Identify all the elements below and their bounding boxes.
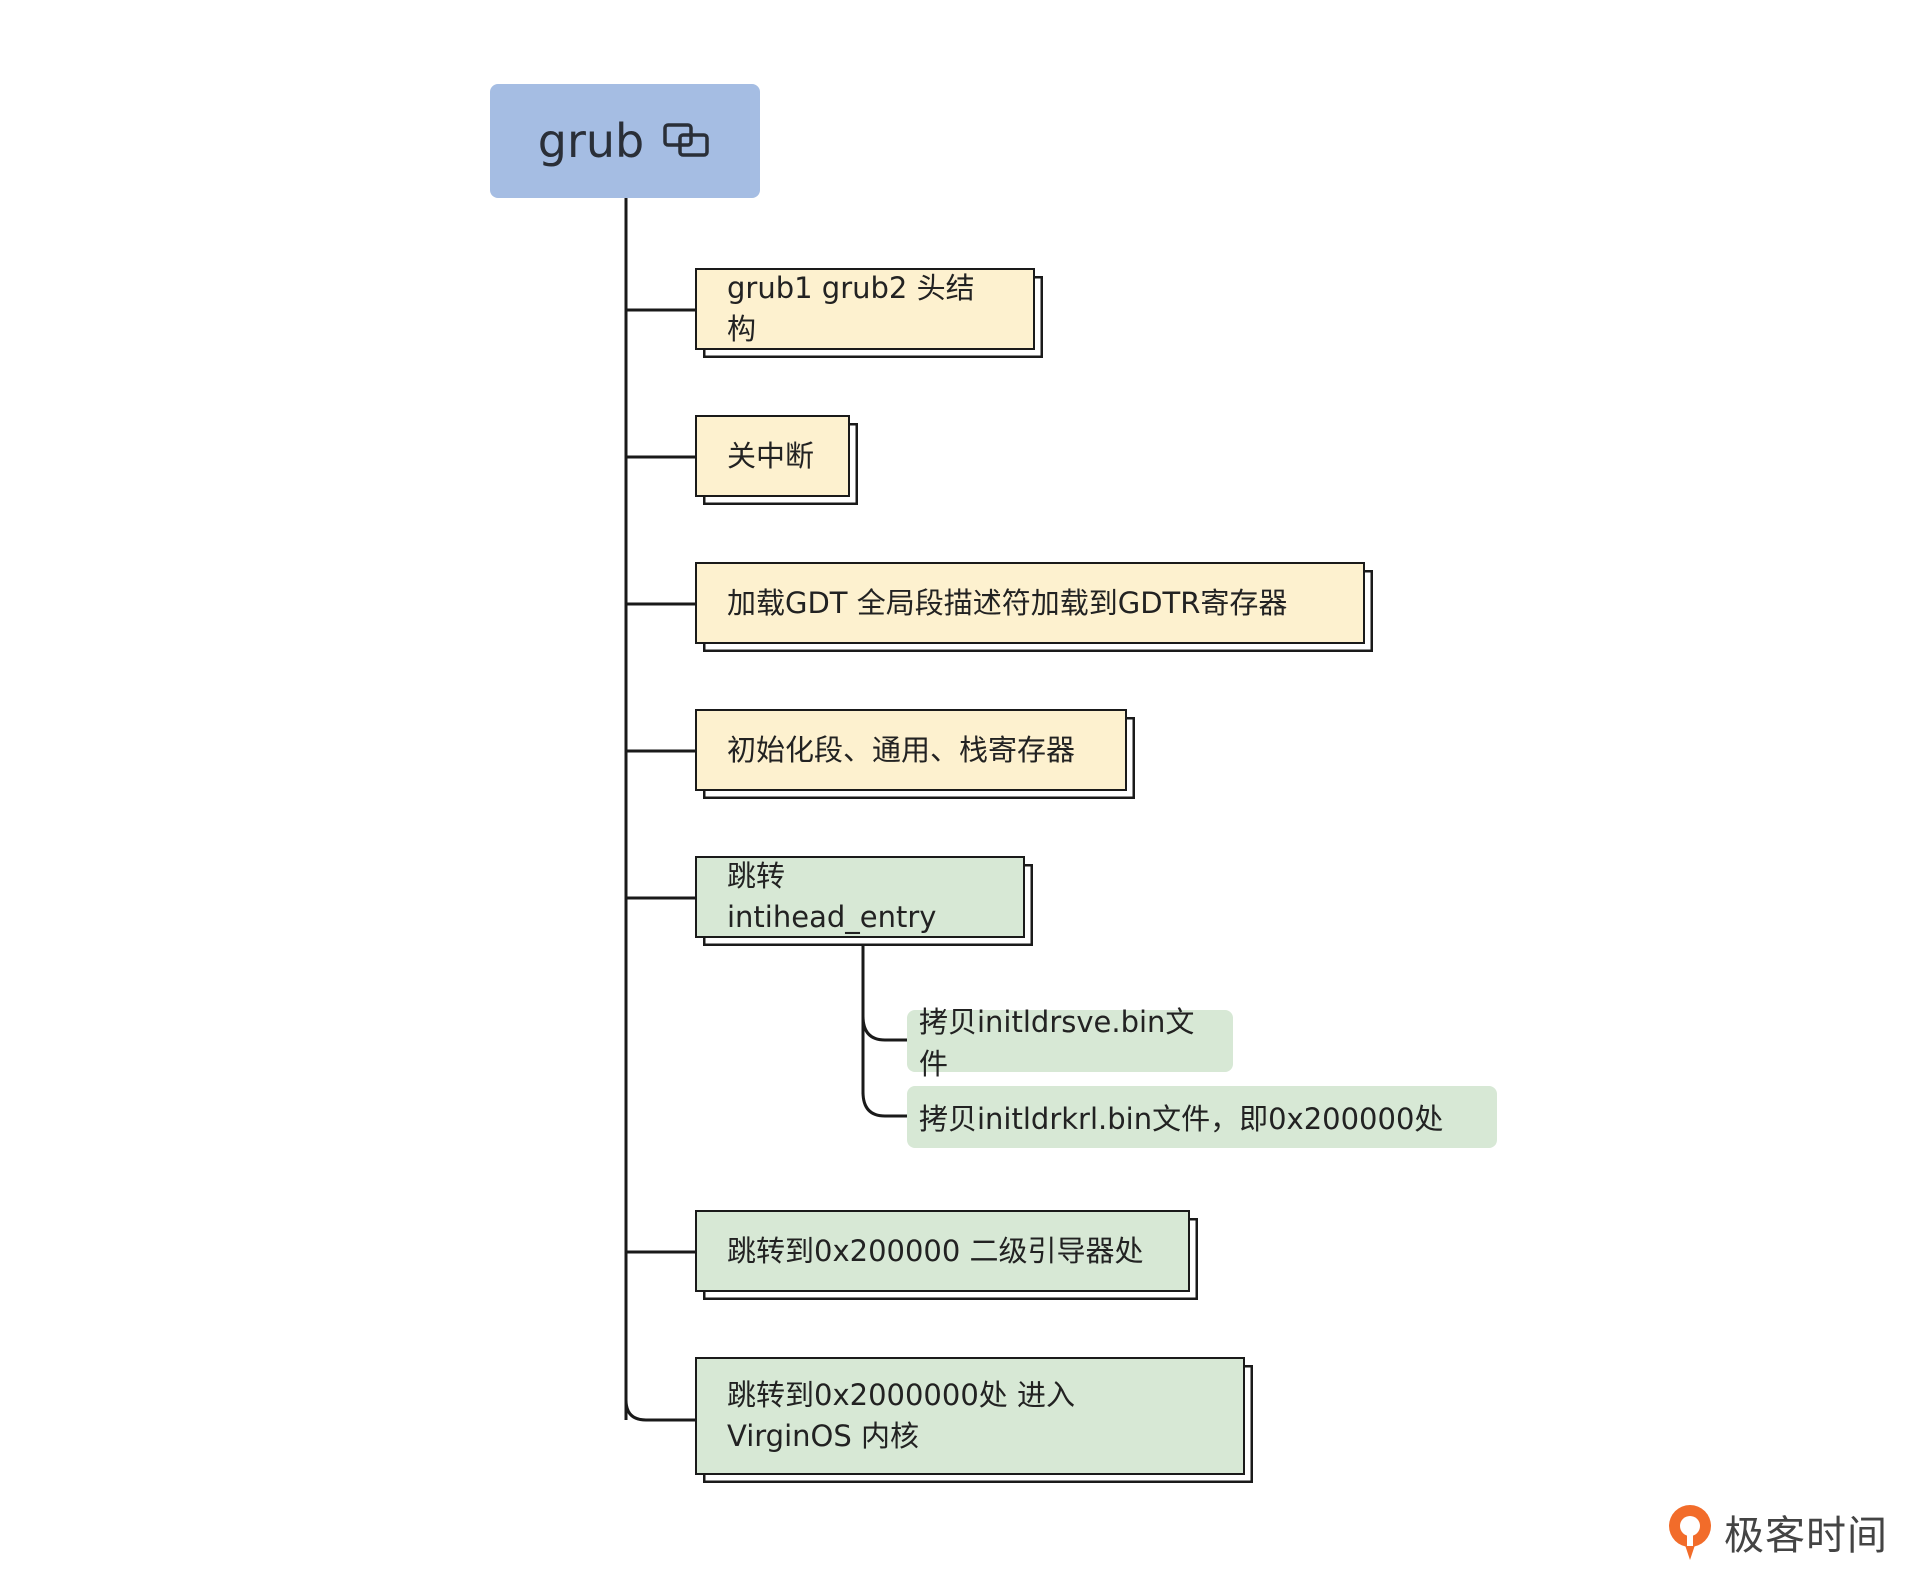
step-load-gdt[interactable]: 加载GDT 全局段描述符加载到GDTR寄存器 xyxy=(695,562,1365,644)
substep-copy-initldrsve[interactable]: 拷贝initldrsve.bin文件 xyxy=(907,1005,1233,1081)
step-jump-inithead-entry[interactable]: 跳转intihead_entry xyxy=(695,856,1025,938)
branch-line xyxy=(624,1399,695,1422)
step-label: 跳转到0x200000 二级引导器处 xyxy=(727,1233,1144,1268)
geektime-logo-icon xyxy=(1669,1505,1711,1560)
step-label: 跳转到0x2000000处 进入VirginOS 内核 xyxy=(727,1378,1075,1453)
step-init-registers[interactable]: 初始化段、通用、栈寄存器 xyxy=(695,709,1127,791)
root-node-label: grub xyxy=(537,114,645,168)
step-jump-second-loader[interactable]: 跳转到0x200000 二级引导器处 xyxy=(695,1210,1190,1292)
substep-label: 拷贝initldrsve.bin文件 xyxy=(919,1005,1195,1081)
step-grub-header[interactable]: grub1 grub2 头结构 xyxy=(695,268,1035,350)
step-label: grub1 grub2 头结构 xyxy=(727,271,975,346)
step-jump-virginos-kernel[interactable]: 跳转到0x2000000处 进入VirginOS 内核 xyxy=(695,1357,1245,1475)
substep-label: 拷贝initldrkrl.bin文件，即0x200000处 xyxy=(919,1102,1444,1136)
root-node-grub[interactable]: grub xyxy=(490,84,760,198)
substep-copy-initldrkrl[interactable]: 拷贝initldrkrl.bin文件，即0x200000处 xyxy=(907,1086,1497,1148)
step-label: 跳转intihead_entry xyxy=(727,859,937,934)
sub-branch-line xyxy=(861,1091,907,1118)
step-label: 初始化段、通用、栈寄存器 xyxy=(727,732,1076,767)
linked-nodes-icon xyxy=(663,123,709,157)
step-label: 加载GDT 全局段描述符加载到GDTR寄存器 xyxy=(727,585,1288,620)
sub-branch-line xyxy=(861,1015,907,1042)
step-label: 关中断 xyxy=(727,438,815,473)
geektime-watermark: 极客时间 xyxy=(1664,1502,1888,1562)
watermark-text: 极客时间 xyxy=(1724,1513,1888,1559)
step-disable-interrupts[interactable]: 关中断 xyxy=(695,415,850,497)
